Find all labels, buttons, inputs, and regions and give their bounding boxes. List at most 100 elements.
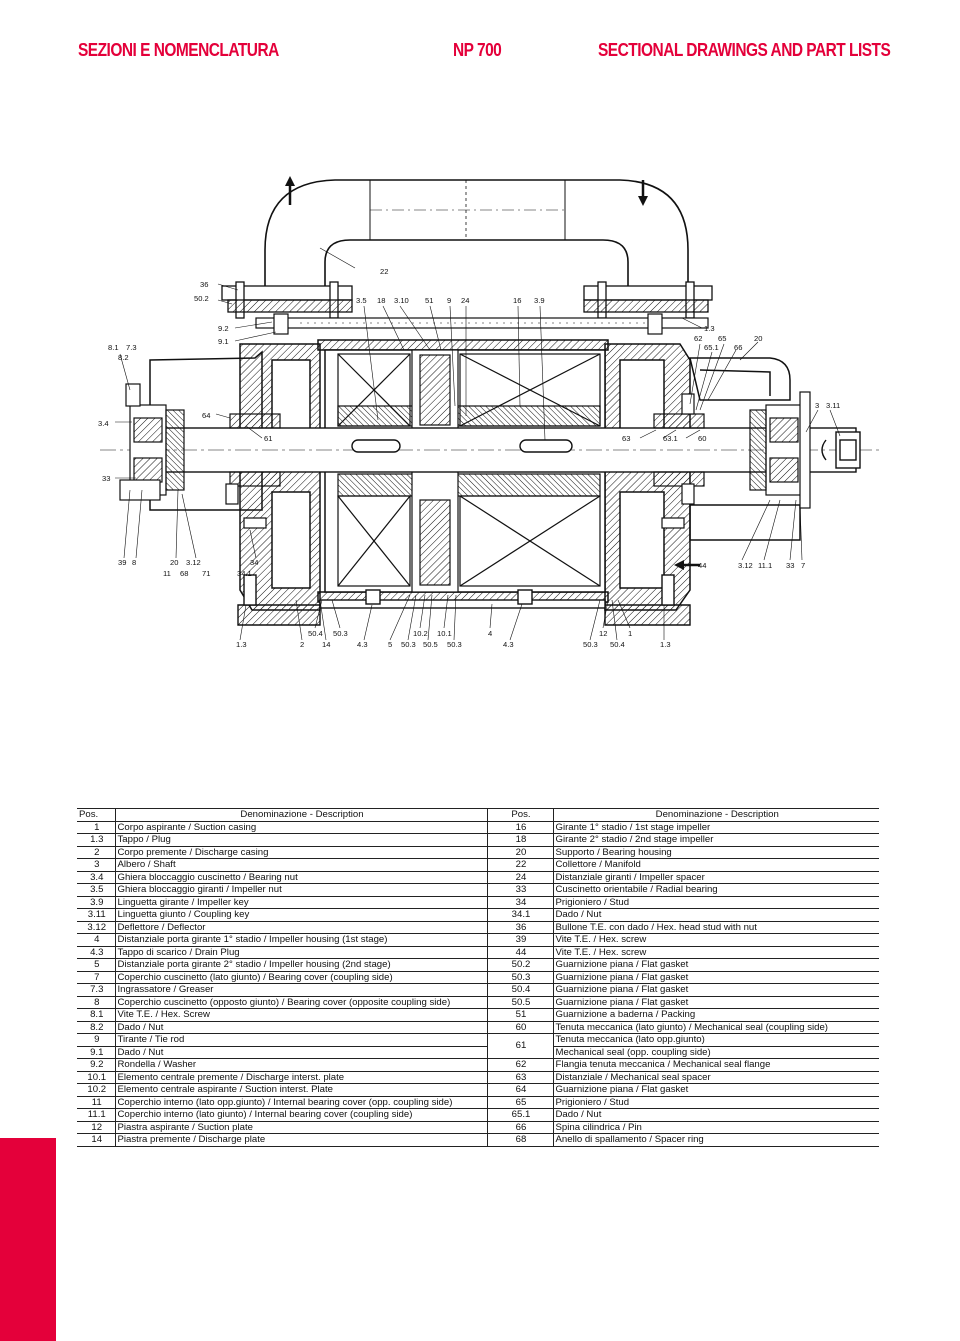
description-cell: Distanziale / Mechanical seal spacer [553,1070,879,1084]
label-63: 63 [622,434,630,443]
description-cell: Bullone T.E. con dado / Hex. head stud w… [553,920,879,934]
label-7: 7 [801,561,805,570]
label-1-3-bottom-right: 1.3 [660,640,671,649]
label-3: 3 [815,401,819,410]
impellers [337,349,601,593]
description-cell: Guarnizione piana / Flat gasket [553,970,879,984]
pos-cell: 63 [487,1070,554,1084]
label-14: 14 [322,640,330,649]
description-cell: Tappo / Plug [115,833,488,847]
pump-sectional-drawing: 22 36 50.2 9.2 9.1 8.1 7.3 8.2 3.4 64 61… [98,176,880,649]
label-61: 61 [264,434,272,443]
label-34-1: 34.1 [237,569,252,578]
pos-cell: 11 [77,1095,116,1109]
pos-cell: 5 [77,958,116,972]
header-title-italian: SEZIONI E NOMENCLATURA [78,40,279,60]
pos-cell: 34.1 [487,908,554,922]
pos-cell: 50.4 [487,983,554,997]
label-50-3-left: 50.3 [333,629,348,638]
description-cell: Piastra premente / Discharge plate [115,1133,488,1147]
label-12: 12 [599,629,607,638]
description-cell: Dado / Nut [553,1108,879,1122]
pos-cell: 9.2 [77,1058,116,1072]
description-cell: Tappo di scarico / Drain Plug [115,945,488,959]
bearings-and-seals [119,383,811,529]
pos-cell: 36 [487,920,554,934]
label-63-1: 63.1 [663,434,678,443]
label-64: 64 [202,411,210,420]
pos-cell: 22 [487,858,554,872]
description-cell: Linguetta girante / Impeller key [115,895,488,909]
manifold-pipe [264,179,689,290]
description-cell: Cuscinetto orientabile / Radial bearing [553,883,879,897]
label-4-3-left: 4.3 [357,640,368,649]
pos-cell: 14 [77,1133,116,1147]
pos-cell: 8 [77,995,116,1009]
label-66: 66 [734,343,742,352]
label-22: 22 [380,267,388,276]
pos-cell: 50.2 [487,958,554,972]
label-50-5: 50.5 [423,640,438,649]
label-20-bottom: 20 [170,558,178,567]
description-cell: Deflettore / Deflector [115,920,488,934]
description-cell: Tirante / Tie rod [115,1033,488,1047]
label-8: 8 [132,558,136,567]
label-5: 5 [388,640,392,649]
label-50-3-center: 50.3 [447,640,462,649]
pos-cell: 3.12 [77,920,116,934]
description-cell: Ghiera bloccaggio giranti / Impeller nut [115,883,488,897]
label-34: 34 [250,558,258,567]
pos-cell: 3 [77,858,116,872]
label-8-2: 8.2 [118,353,129,362]
pos-cell: 4.3 [77,945,116,959]
pos-cell: 68 [487,1133,554,1147]
label-10-1: 10.1 [437,629,452,638]
label-9-2: 9.2 [218,324,229,333]
pos-cell: 3.5 [77,883,116,897]
description-cell: Tenuta meccanica (lato giunto) / Mechani… [553,1020,879,1034]
pos-cell: 60 [487,1020,554,1034]
label-7-3: 7.3 [126,343,137,352]
description-cell: Coperchio cuscinetto (opposto giunto) / … [115,995,488,1009]
table-header-row: Pos. Denominazione - Description Pos. De… [77,808,879,822]
label-65-1: 65.1 [704,343,719,352]
label-51: 51 [425,296,433,305]
pos-cell: 12 [77,1120,116,1134]
description-cell: Distanziale porta girante 1° stadio / Im… [115,933,488,947]
pos-cell: 10.1 [77,1070,116,1084]
description-cell: Piastra aspirante / Suction plate [115,1120,488,1134]
label-50-4-right: 50.4 [610,640,625,649]
header-title-english: SECTIONAL DRAWINGS AND PART LISTS [598,40,891,60]
label-9: 9 [447,296,451,305]
pos-cell: 3.4 [77,870,116,884]
description-cell: Vite T.E. / Hex. screw [553,945,879,959]
description-cell: Distanziale porta girante 2° stadio / Im… [115,958,488,972]
tie-rod [255,313,709,335]
label-10-2: 10.2 [413,629,428,638]
label-18: 18 [377,296,385,305]
parts-list-table: Pos. Denominazione - Description Pos. De… [77,808,879,1147]
label-1-3-bottom-left: 1.3 [236,640,247,649]
label-11-1: 11.1 [758,561,772,570]
description-cell: Ingrassatore / Greaser [115,983,488,997]
description-cell: Elemento centrale premente / Discharge i… [115,1070,488,1084]
description-cell: Guarnizione piana / Flat gasket [553,983,879,997]
label-33-left: 33 [102,474,110,483]
label-16: 16 [513,296,521,305]
header-model-name: NP 700 [453,40,502,60]
red-side-tab [0,1138,56,1341]
pos-cell: 16 [487,820,554,834]
header-pos-left: Pos. [77,808,116,822]
pos-cell: 39 [487,933,554,947]
description-cell: Anello di spallamento / Spacer ring [553,1133,879,1147]
label-3-12-left: 3.12 [186,558,201,567]
